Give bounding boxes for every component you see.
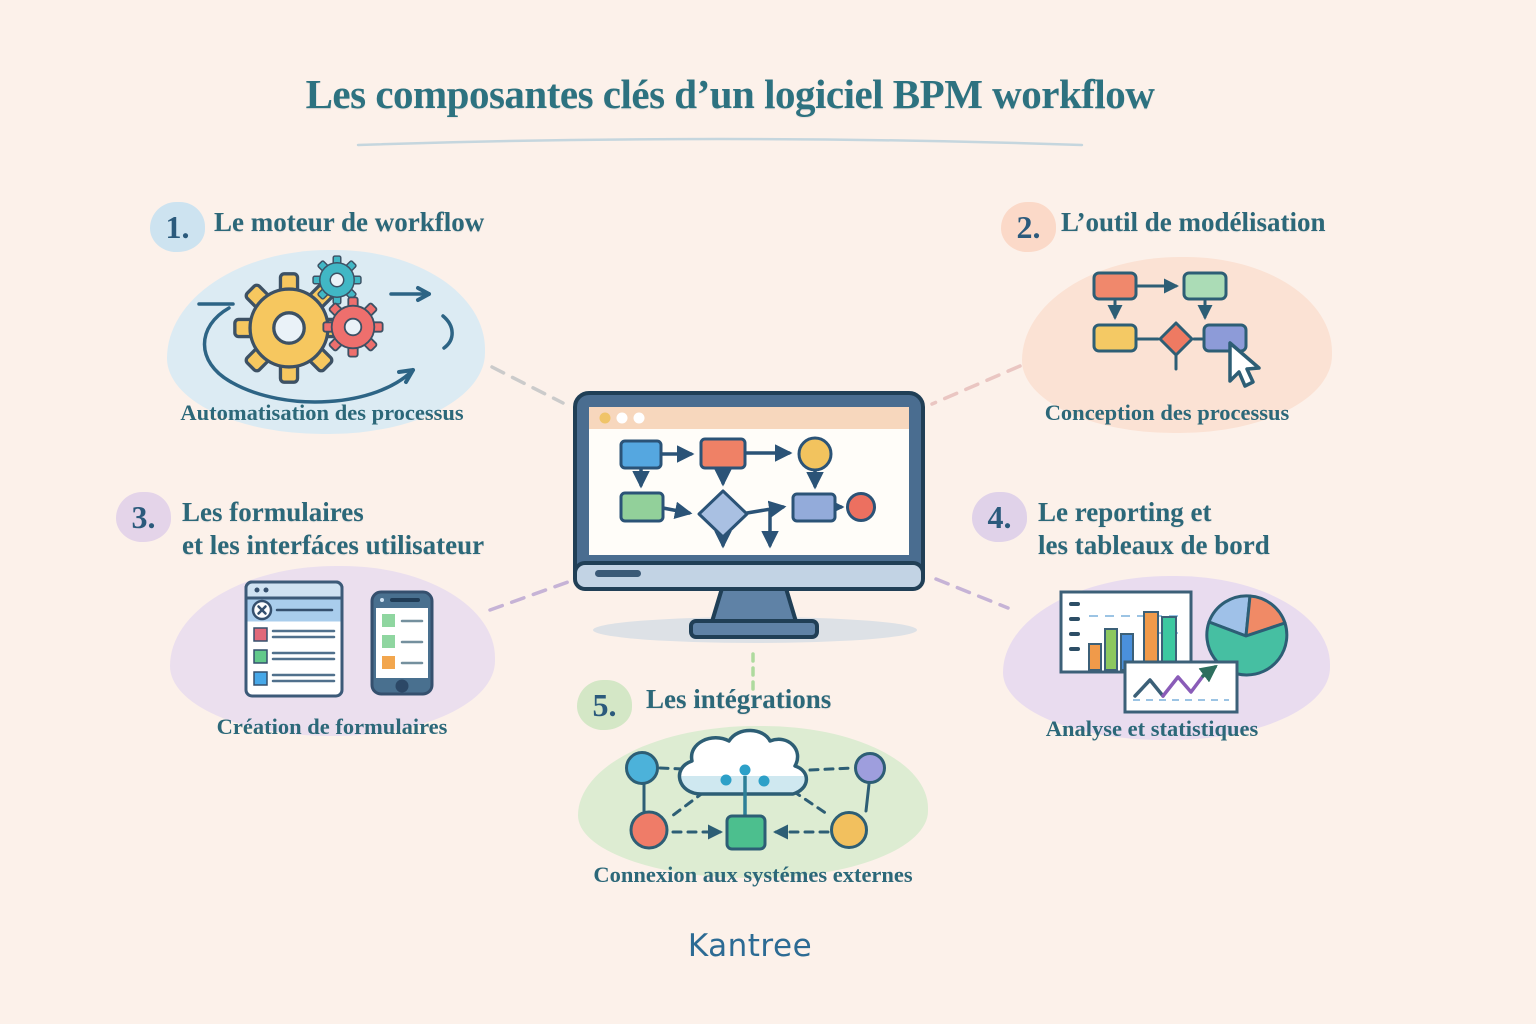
component-3-heading: Les formulaires et les interfáces utilis… [182,497,485,560]
connector-1 [490,365,565,405]
browser-form-window [244,580,344,698]
flowchart-cursor-icon [1092,271,1261,388]
home-button [395,679,409,693]
node-coral-circle [629,810,669,850]
monitor-base [689,619,819,639]
mouse-cursor-icon [1228,341,1261,388]
cloud-integrations-icon [625,728,886,851]
line-chart-card [1123,660,1239,714]
browser-top-bar [589,407,909,429]
charts-dashboard-icon [1059,590,1289,714]
component-1-number-badge: 1. [150,202,205,252]
node-purple-circle [854,752,886,784]
page-title: Les composantes clés d’un logiciel BPM w… [305,71,1155,117]
flow-node-green [1182,271,1228,301]
component-2-caption: Conception des processus [1044,400,1290,425]
monitor-chin [573,561,925,591]
cloud-icon [677,728,809,816]
component-4-blob [1003,576,1330,740]
component-2-number-badge: 2. [1001,202,1056,252]
component-1-blob [167,250,485,434]
connector-3 [488,580,570,612]
form-devices-icon [244,580,434,698]
screen-flow-arrows [632,444,845,549]
flow-node-yellow [1092,323,1138,353]
cycle-arrows [197,286,454,404]
gears-automation-icon [197,255,454,404]
component-1-caption: Automatisation des processus [180,400,464,425]
gear-small-red [322,296,384,358]
monitor-screen [589,407,909,555]
bar-chart-panel [1059,590,1193,674]
screen-flow-nodes [619,436,876,539]
flow-node-coral [1092,271,1138,301]
node-blue-circle [625,751,659,785]
node-green-square [725,814,767,851]
component-5-blob [578,726,928,878]
component-3-number-badge: 3. [116,492,171,542]
component-4-heading: Le reporting et les tableaux de bord [1038,497,1270,560]
component-5-number-badge: 5. [577,680,632,730]
component-2-blob [1022,257,1332,433]
component-4-number-badge: 4. [972,492,1027,542]
component-3-caption: Création de formulaires [216,714,448,739]
title-underline-arc [356,137,1084,147]
flow-node-blue [1202,323,1248,353]
component-1-heading: Le moteur de workflow [214,207,485,237]
central-monitor-illustration [565,385,935,652]
component-3-blob [170,566,495,736]
mobile-form-phone [370,590,434,696]
component-4-caption: Analyse et statistiques [1045,716,1259,741]
node-yellow-circle [830,811,868,849]
brand-logo: Kantree [687,928,813,964]
component-5-heading: Les intégrations [646,684,832,714]
component-2-heading: L’outil de modélisation [1061,207,1326,237]
connector-2 [930,364,1022,406]
connector-4 [934,577,1010,610]
component-5-caption: Connexion aux systémes externes [593,862,913,887]
flow-gateway-diamond [1158,321,1194,357]
